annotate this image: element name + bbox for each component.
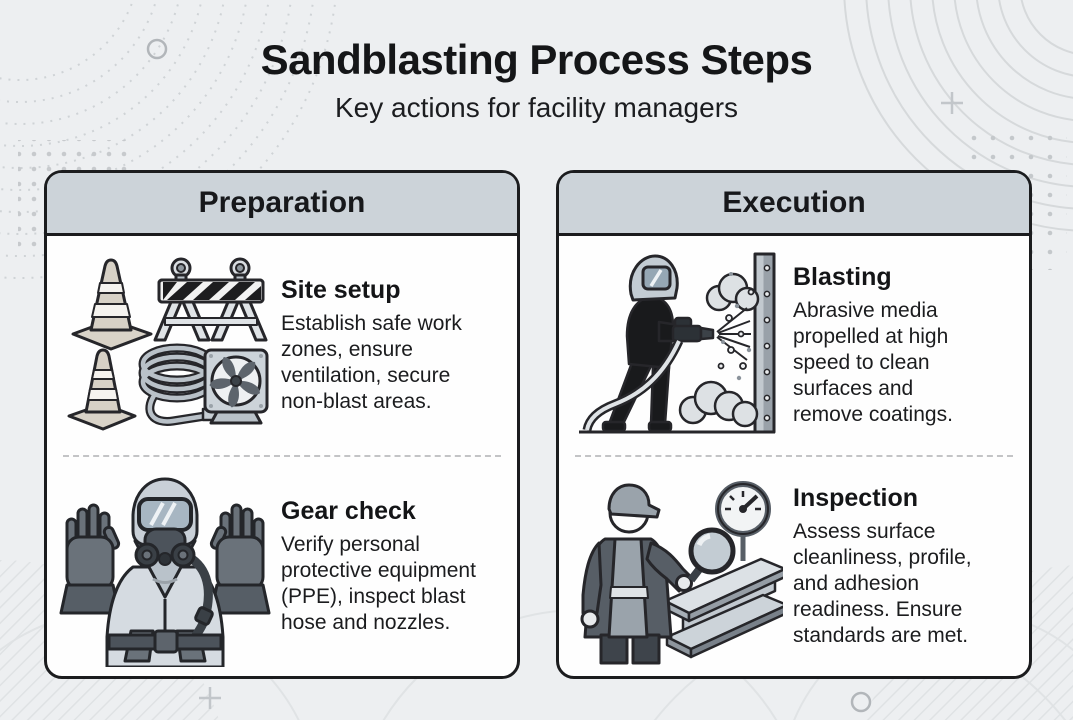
panel-preparation-header: Preparation [47, 173, 517, 236]
inspection-heading: Inspection [793, 483, 919, 512]
site-setup-text: Site setup Establish safe work zones, en… [281, 276, 477, 415]
plus-mark-bottom-left [199, 687, 221, 709]
divider [575, 455, 1013, 457]
page-subtitle: Key actions for facility managers [334, 92, 739, 123]
inspection-illustration [580, 480, 783, 664]
site-setup-illustration [67, 257, 269, 430]
site-setup-heading: Site setup [281, 275, 401, 304]
plus-mark-top-right [941, 92, 963, 114]
gear-check-text: Gear check Verify personal protective eq… [281, 497, 477, 636]
inspection-text: Inspection Assess surface cleanliness, p… [793, 484, 989, 649]
row-site-setup: Site setup Establish safe work zones, en… [47, 236, 517, 455]
page-title: Sandblasting Process Steps [260, 36, 813, 83]
gear-check-description: Verify personal protective equipment (PP… [281, 532, 476, 635]
site-setup-description: Establish safe work zones, ensure ventil… [281, 311, 462, 414]
divider [63, 455, 501, 457]
gear-check-heading: Gear check [281, 496, 416, 525]
small-circle-bottom-right [850, 691, 872, 713]
gear-check-illustration [59, 477, 271, 667]
blasting-heading: Blasting [793, 262, 892, 291]
panel-execution-header: Execution [559, 173, 1029, 236]
row-inspection: Inspection Assess surface cleanliness, p… [559, 457, 1029, 676]
panel-execution: Execution [556, 170, 1032, 679]
inspection-description: Assess surface cleanliness, profile, and… [793, 519, 972, 648]
row-gear-check: Gear check Verify personal protective eq… [47, 457, 517, 676]
panel-execution-body: Blasting Abrasive media propelled at hig… [559, 236, 1029, 676]
blasting-text: Blasting Abrasive media propelled at hig… [793, 263, 989, 428]
panel-preparation-body: Site setup Establish safe work zones, en… [47, 236, 517, 676]
blasting-description: Abrasive media propelled at high speed t… [793, 298, 953, 427]
row-blasting: Blasting Abrasive media propelled at hig… [559, 236, 1029, 455]
panel-preparation: Preparation [44, 170, 520, 679]
header-block: Sandblasting Process Steps Key actions f… [0, 36, 1073, 124]
small-circle-top-left [146, 38, 168, 60]
blasting-illustration [579, 252, 776, 433]
